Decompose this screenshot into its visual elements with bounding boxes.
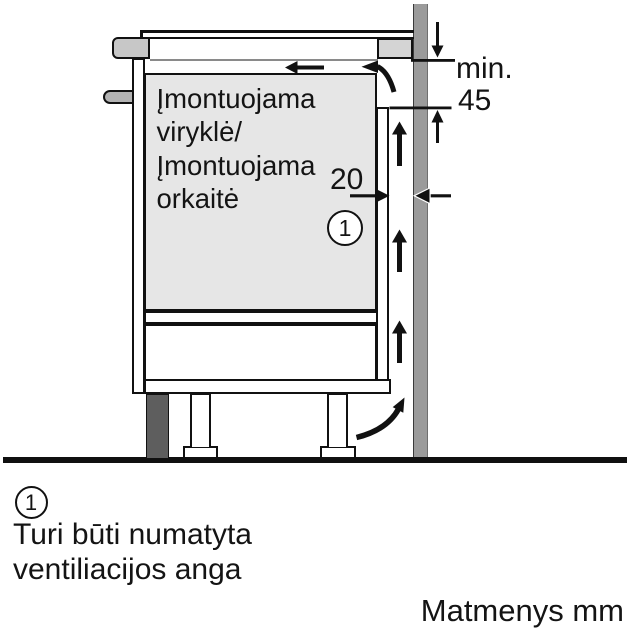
callout-1-marker: 1 xyxy=(327,210,363,246)
plinth-block xyxy=(145,393,169,459)
worktop-rear-batten xyxy=(377,37,413,59)
hob-glass-edge-step xyxy=(140,29,143,39)
appliance-label-line-3: Įmontuojama xyxy=(156,149,316,181)
legend-callout-1-number: 1 xyxy=(24,489,38,515)
dimension-min-label: min. xyxy=(456,52,513,85)
legend-text-line-2: ventiliacijos anga xyxy=(13,553,242,586)
floor-line xyxy=(3,457,627,463)
hob-front-trim xyxy=(111,36,150,59)
dim-arrow-up-icon xyxy=(431,110,444,143)
cabinet-back-panel xyxy=(375,106,389,381)
left-leg-foot xyxy=(183,446,218,459)
airflow-curve-bottom-icon xyxy=(355,397,405,441)
callout-1-number: 1 xyxy=(338,214,352,241)
hob-glass-top-line xyxy=(140,29,414,33)
cabinet-shelf xyxy=(143,310,389,324)
appliance-label-line-1: Įmontuojama xyxy=(156,82,316,114)
lower-compartment xyxy=(143,323,377,381)
dimension-min-value: 45 xyxy=(458,84,492,117)
worktop-bottom-line xyxy=(150,58,378,61)
airflow-arrow-up-2-icon xyxy=(392,229,407,272)
dimension-rear-gap-value: 20 xyxy=(330,163,364,196)
oven-cavity: Įmontuojama viryklė/ Įmontuojama orkaitė xyxy=(143,72,377,311)
dim-arrow-down-icon xyxy=(431,22,444,58)
wall-section xyxy=(412,4,428,458)
appliance-label: Įmontuojama viryklė/ Įmontuojama orkaitė xyxy=(157,82,316,216)
appliance-label-line-2: viryklė/ xyxy=(156,116,243,147)
cabinet-bottom-panel xyxy=(143,379,391,394)
legend-callout-1-marker: 1 xyxy=(14,486,48,519)
airflow-arrow-up-1-icon xyxy=(392,121,407,166)
appliance-label-line-4: orkaitė xyxy=(156,183,240,214)
left-leg xyxy=(190,393,211,447)
right-leg-foot xyxy=(320,446,356,459)
legend-text-line-1: Turi būti numatyta xyxy=(13,518,252,551)
right-leg xyxy=(327,393,348,447)
oven-door-handle xyxy=(102,89,135,104)
units-note: Matmenys mm xyxy=(420,593,624,628)
airflow-arrow-up-3-icon xyxy=(392,320,407,363)
worktop-top-line xyxy=(147,36,414,39)
